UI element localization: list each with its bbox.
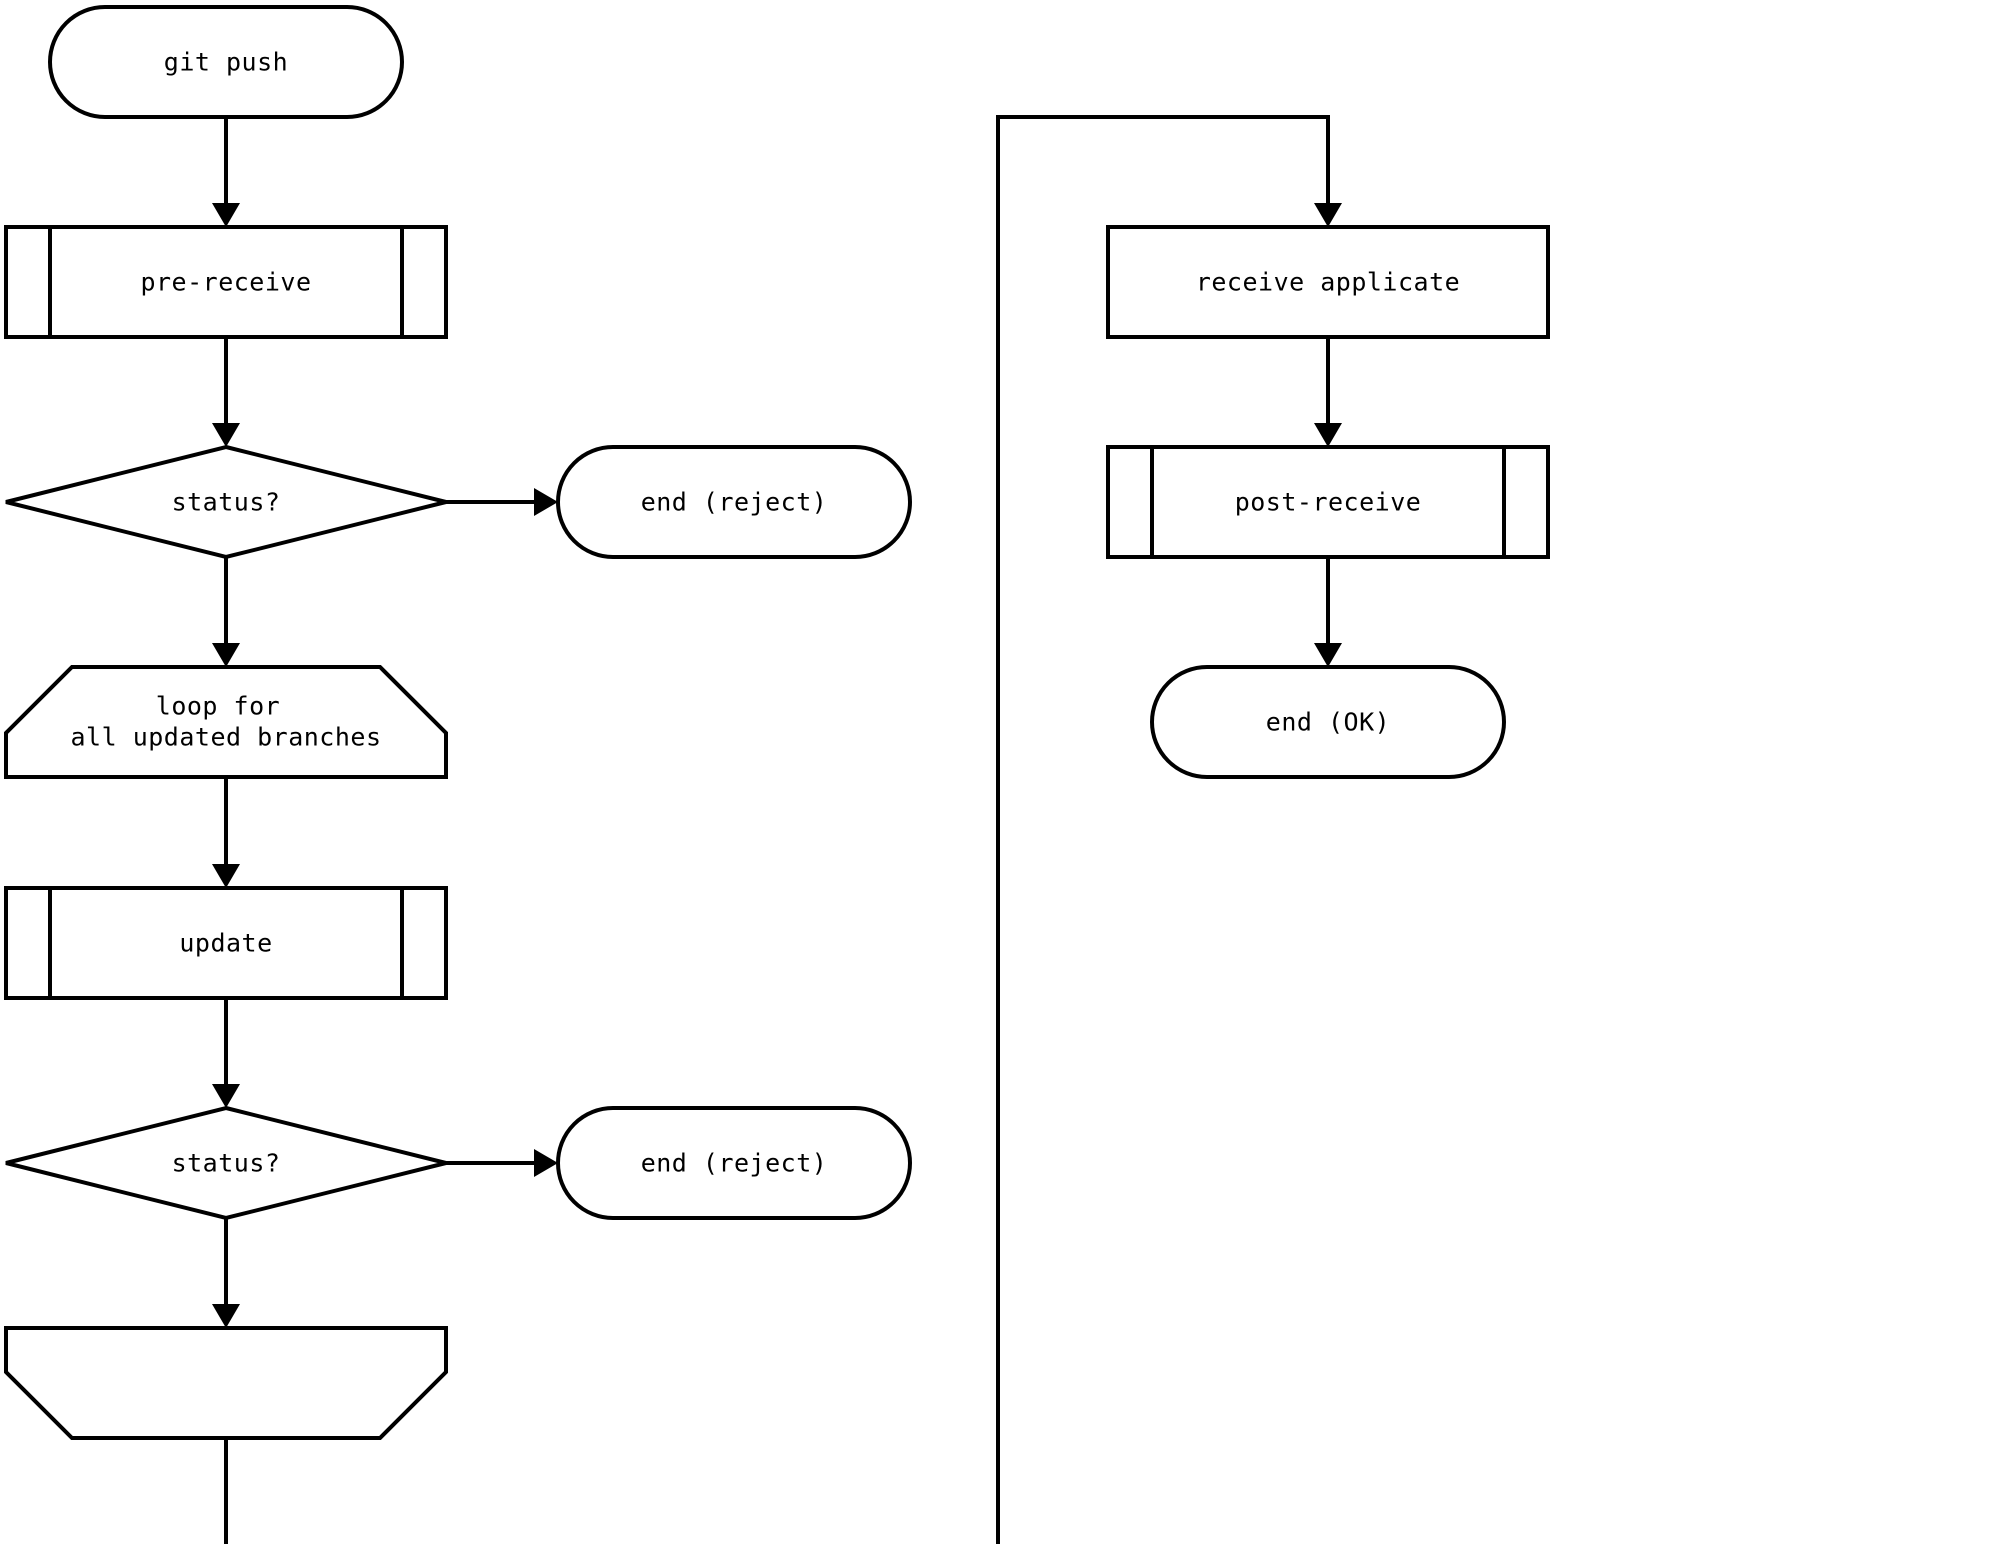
edge-post-receive-to-end-ok xyxy=(1314,557,1342,667)
edges xyxy=(212,115,1342,1544)
node-status-2: status? xyxy=(5,1105,447,1221)
edge-status-1-to-loop-start xyxy=(212,557,240,667)
node-status-2-label: status? xyxy=(172,1149,281,1178)
edge-pre-receive-to-status-1 xyxy=(212,337,240,447)
node-reject-2-label: end (reject) xyxy=(641,1149,828,1178)
node-post-receive-label: post-receive xyxy=(1235,488,1422,517)
node-loop-start-label-line-1: loop for xyxy=(156,692,280,721)
edge-receive-applicate-to-post-receive xyxy=(1314,337,1342,447)
node-loop-start-label-line-2: all updated branches xyxy=(70,723,381,752)
node-pre-receive-label: pre-receive xyxy=(140,268,311,297)
node-reject-2: end (reject) xyxy=(556,1106,912,1220)
node-loop-start: loop for all updated branches xyxy=(4,665,448,779)
node-start-label: git push xyxy=(164,48,288,77)
node-loop-end xyxy=(4,1326,448,1440)
edge-start-to-pre-receive xyxy=(212,117,240,227)
node-post-receive: post-receive xyxy=(1106,445,1550,559)
node-update-label: update xyxy=(179,929,272,958)
edge-status-2-to-reject-2 xyxy=(446,1149,558,1177)
node-reject-1: end (reject) xyxy=(556,445,912,559)
node-receive-applicate-label: receive applicate xyxy=(1196,268,1460,297)
node-pre-receive: pre-receive xyxy=(4,225,448,339)
edge-update-to-status-2 xyxy=(212,998,240,1108)
node-reject-1-label: end (reject) xyxy=(641,488,828,517)
node-status-1: status? xyxy=(5,444,447,560)
node-status-1-label: status? xyxy=(172,488,281,517)
node-update: update xyxy=(4,886,448,1000)
node-end-ok: end (OK) xyxy=(1150,665,1506,779)
edge-loop-end-to-receive-applicate xyxy=(224,115,1342,1544)
nodes: git push pre-receive status? end (reject… xyxy=(4,5,1550,1440)
edge-status-2-to-loop-end xyxy=(212,1218,240,1328)
node-start: git push xyxy=(48,5,404,119)
edge-loop-start-to-update xyxy=(212,777,240,888)
edge-status-1-to-reject-1 xyxy=(446,488,558,516)
node-end-ok-label: end (OK) xyxy=(1266,708,1390,737)
node-receive-applicate: receive applicate xyxy=(1106,225,1550,339)
